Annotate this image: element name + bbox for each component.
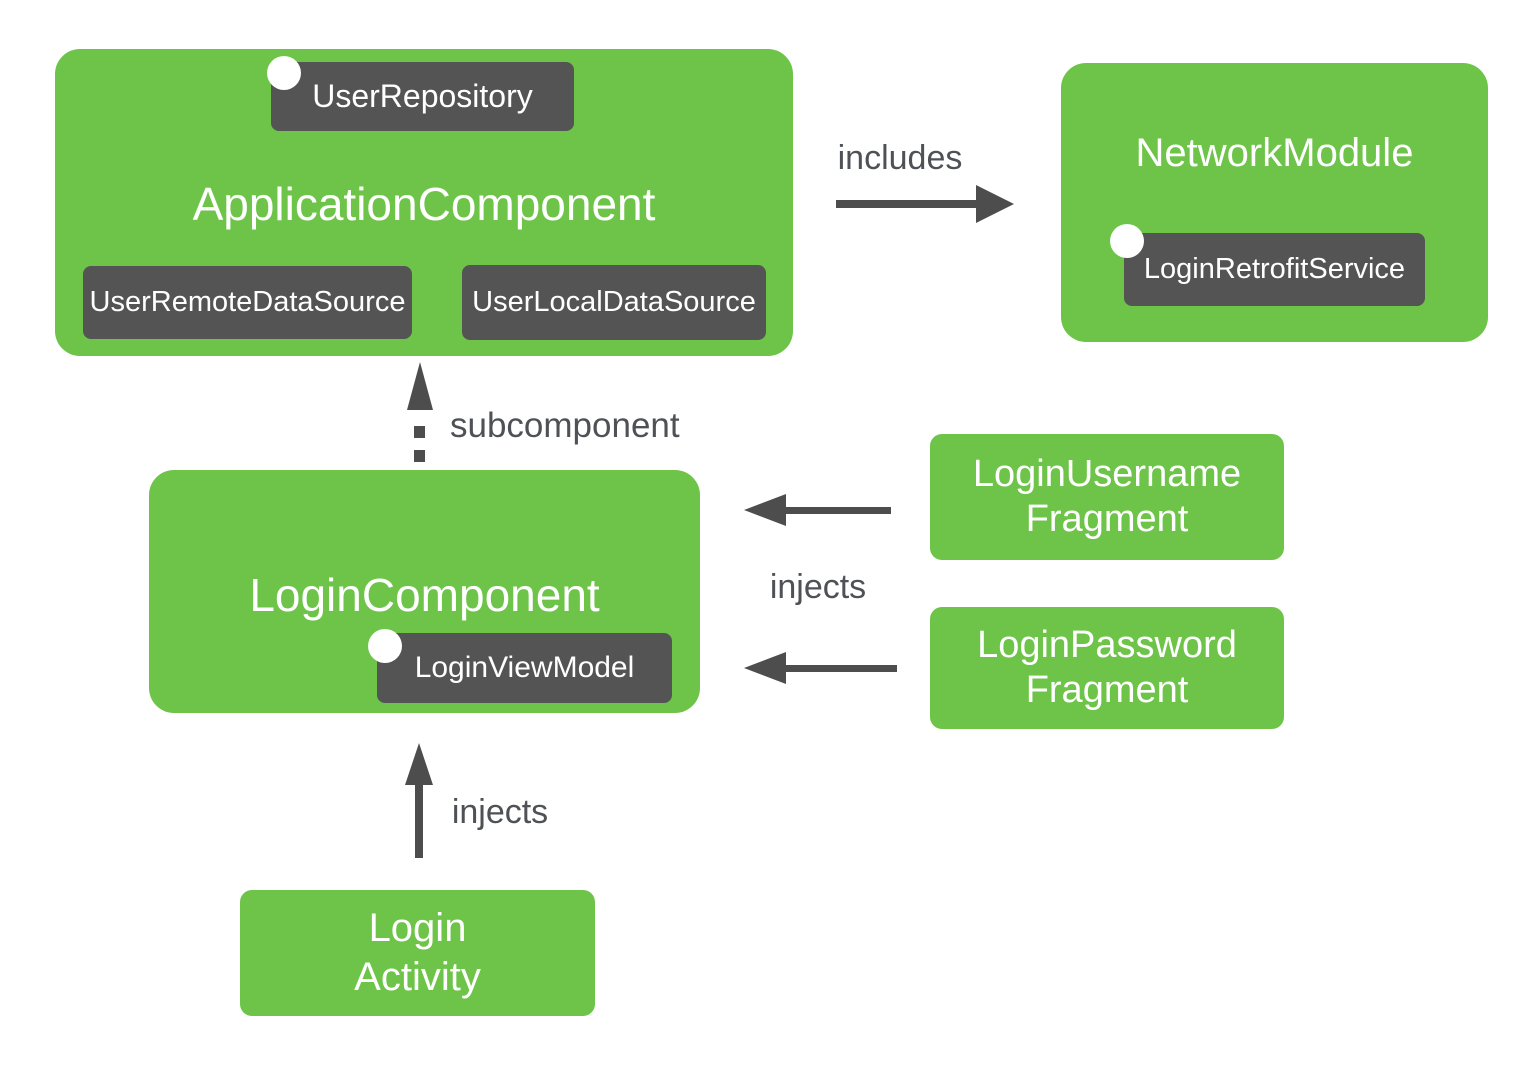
login-activity-line1: Login — [368, 906, 467, 950]
login-password-fragment-node: LoginPassword Fragment — [930, 607, 1284, 729]
login-password-fragment-line1: LoginPassword — [977, 624, 1237, 666]
application-component-title: ApplicationComponent — [192, 178, 656, 230]
login-retrofit-service-chip: LoginRetrofitService — [1124, 233, 1425, 306]
scope-dot-icon — [1110, 224, 1144, 258]
scope-dot-icon — [368, 629, 402, 663]
user-remote-data-source-chip: UserRemoteDataSource — [83, 266, 412, 339]
injects-activity-arrow-head-icon — [405, 743, 433, 785]
includes-arrow-shaft — [836, 200, 977, 208]
subcomponent-arrow-dash — [414, 450, 425, 462]
subcomponent-arrow-dash — [414, 426, 425, 438]
network-module-title: NetworkModule — [1135, 131, 1414, 175]
injects-username-arrow-head-icon — [744, 494, 786, 526]
injects-password-arrow-shaft — [786, 665, 897, 672]
login-username-fragment-line2: Fragment — [1025, 498, 1189, 540]
scope-dot-icon — [267, 56, 301, 90]
includes-arrow-head-icon — [976, 185, 1014, 223]
login-activity-line2: Activity — [354, 955, 481, 999]
injects-activity-arrow-shaft — [415, 784, 423, 858]
subcomponent-arrow-head-icon — [407, 362, 433, 410]
includes-edge-label: includes — [837, 139, 963, 177]
injects-fragments-edge-label: injects — [769, 568, 867, 606]
login-component-title: LoginComponent — [249, 569, 600, 621]
login-activity-node: Login Activity — [240, 890, 595, 1016]
user-repository-chip: UserRepository — [271, 62, 574, 131]
injects-activity-edge-label: injects — [451, 793, 549, 831]
subcomponent-edge-label: subcomponent — [450, 406, 680, 445]
login-username-fragment-node: LoginUsername Fragment — [930, 434, 1284, 560]
login-view-model-chip: LoginViewModel — [377, 633, 672, 703]
login-password-fragment-line2: Fragment — [1025, 669, 1189, 711]
injects-username-arrow-shaft — [786, 507, 891, 514]
injects-password-arrow-head-icon — [744, 652, 786, 684]
user-local-data-source-chip: UserLocalDataSource — [462, 265, 766, 340]
login-username-fragment-line1: LoginUsername — [972, 453, 1242, 495]
